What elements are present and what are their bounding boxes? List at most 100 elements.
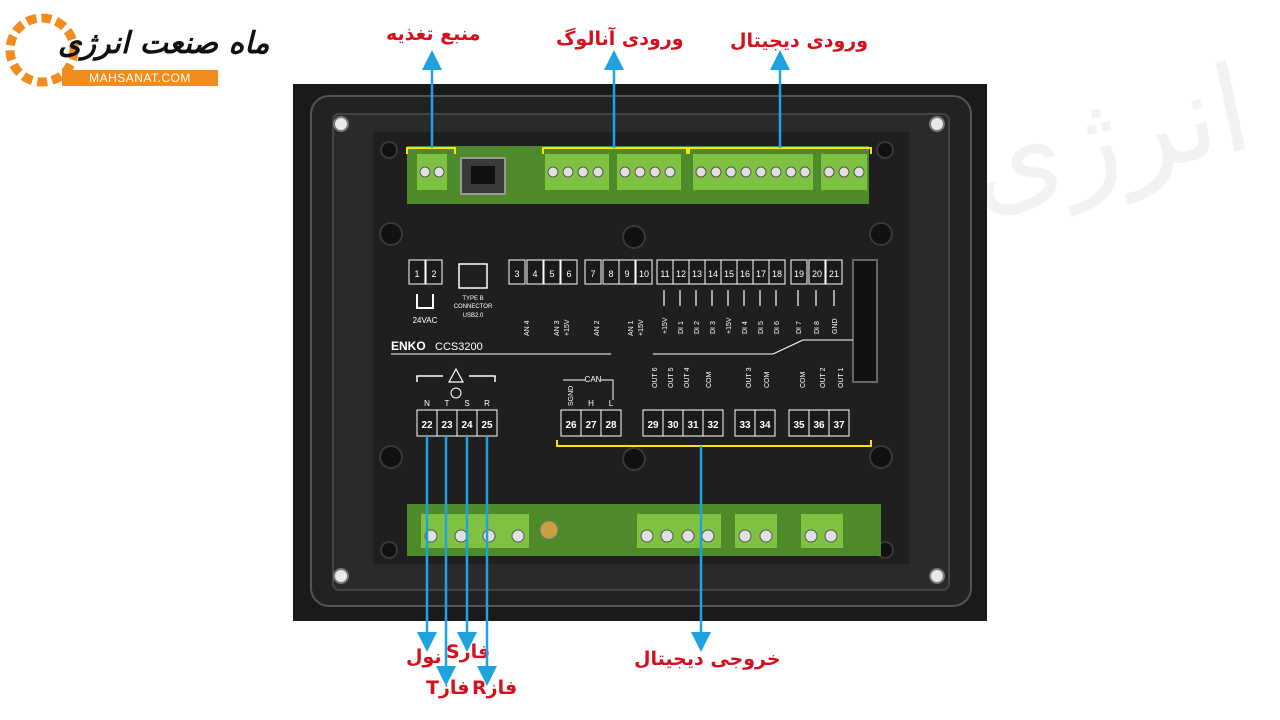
brand-logo: ماه صنعت انرژی MAHSANAT.COM bbox=[0, 0, 269, 100]
terminal-28: 28 bbox=[600, 409, 622, 437]
output-terminal-label: OUT 6 bbox=[652, 367, 659, 388]
terminal-number: 33 bbox=[739, 420, 751, 431]
output-terminal-label: OUT 3 bbox=[746, 367, 753, 388]
bottom-terminal-blocks bbox=[421, 514, 843, 548]
terminal-21: 21 bbox=[825, 259, 843, 285]
terminal-number: 8 bbox=[608, 269, 613, 279]
digital-terminal-label: DI 6 bbox=[774, 321, 781, 334]
phase-letter: T bbox=[445, 399, 450, 408]
terminal-number: 9 bbox=[624, 269, 629, 279]
phase-symbol-icon bbox=[450, 387, 462, 399]
phase-letter: N bbox=[424, 399, 430, 408]
terminal-number: 30 bbox=[667, 420, 679, 431]
output-terminal-label: OUT 1 bbox=[838, 367, 845, 388]
output-terminal-label: OUT 2 bbox=[820, 367, 827, 388]
terminal-number: 7 bbox=[590, 269, 595, 279]
terminal-number: 18 bbox=[772, 269, 782, 279]
terminal-number: 11 bbox=[660, 269, 669, 279]
terminal-25: 25 bbox=[476, 409, 498, 437]
terminal-number: 27 bbox=[585, 420, 597, 431]
can-letter: H bbox=[588, 399, 594, 408]
output-terminal-label: OUT 4 bbox=[684, 367, 691, 388]
digital-terminal-label: DI 1 bbox=[678, 321, 685, 334]
terminal-number: 19 bbox=[794, 269, 804, 279]
digital-terminal-label: DI 5 bbox=[758, 321, 765, 334]
terminal-number: 24 bbox=[461, 420, 473, 431]
usb-version-label: USB2.0 bbox=[463, 313, 484, 319]
terminal-number: 25 bbox=[481, 420, 493, 431]
terminal-number: 28 bbox=[605, 420, 617, 431]
terminal-number: 23 bbox=[441, 420, 453, 431]
terminal-number: 3 bbox=[514, 269, 519, 279]
terminal-18: 18 bbox=[768, 259, 786, 285]
terminal-10: 10 bbox=[635, 259, 653, 285]
analog-input-label: ورودی آنالوگ bbox=[556, 28, 684, 50]
phase-letter: S bbox=[464, 399, 469, 408]
terminal-6: 6 bbox=[560, 259, 578, 285]
logo-url: MAHSANAT.COM bbox=[62, 70, 218, 86]
terminal-number: 37 bbox=[833, 420, 845, 431]
terminal-number: 31 bbox=[687, 420, 699, 431]
top-terminal-blocks bbox=[417, 154, 867, 190]
corner-screws bbox=[333, 116, 945, 584]
digital-terminal-label: DI 3 bbox=[710, 321, 717, 334]
brand-name: ENKO bbox=[391, 339, 426, 353]
digital-terminal-label: +15V bbox=[726, 317, 733, 334]
bottom-terminal-number-row: 22 23 24 25 26 27 28 29 30 31 32 33 34 35 36 37 bbox=[416, 409, 850, 437]
terminal-number: 32 bbox=[707, 420, 719, 431]
terminal-3: 3 bbox=[508, 259, 526, 285]
output-terminal-label: COM bbox=[800, 372, 807, 389]
terminal-number: 20 bbox=[812, 269, 822, 279]
analog-terminal-label: AN 1 bbox=[628, 320, 635, 336]
terminal-number: 6 bbox=[566, 269, 571, 279]
digital-terminal-label: DI 8 bbox=[814, 321, 821, 334]
analog-terminal-label: +15V bbox=[564, 319, 571, 336]
warning-icon bbox=[447, 367, 465, 383]
power-supply-label: منبع تغذیه bbox=[386, 23, 481, 45]
terminal-number: 12 bbox=[676, 269, 686, 279]
analog-terminal-label: +15V bbox=[638, 319, 645, 336]
usb-connector-label: CONNECTOR bbox=[454, 304, 493, 310]
output-terminal-label: OUT 5 bbox=[668, 367, 675, 388]
terminal-number: 22 bbox=[421, 420, 433, 431]
terminal-number: 10 bbox=[639, 269, 649, 279]
logo-text: ماه صنعت انرژی bbox=[58, 26, 270, 61]
analog-terminal-label: AN 4 bbox=[524, 320, 531, 336]
output-terminal-label: COM bbox=[764, 372, 771, 389]
terminal-number: 14 bbox=[708, 269, 718, 279]
gear-icon bbox=[5, 13, 79, 87]
terminal-number: 35 bbox=[793, 420, 805, 431]
terminal-number: 17 bbox=[756, 269, 766, 279]
digital-output-label: خروجی دیجیتال bbox=[634, 648, 781, 670]
digital-terminal-label: +15V bbox=[662, 317, 669, 334]
terminal-14: 14 bbox=[704, 259, 722, 285]
terminal-number: 29 bbox=[647, 420, 659, 431]
terminal-number: 1 bbox=[414, 269, 419, 279]
digital-terminal-label: DI 2 bbox=[694, 321, 701, 334]
terminal-1: 1 bbox=[408, 259, 426, 285]
terminal-number: 36 bbox=[813, 420, 825, 431]
supply-voltage-label: 24VAC bbox=[413, 316, 438, 325]
terminal-number: 34 bbox=[759, 420, 771, 431]
terminal-5: 5 bbox=[543, 259, 561, 285]
terminal-number: 4 bbox=[532, 269, 537, 279]
terminal-number: 15 bbox=[724, 269, 734, 279]
terminal-36: 36 bbox=[808, 409, 830, 437]
terminal-number: 16 bbox=[740, 269, 750, 279]
terminal-number: 21 bbox=[829, 269, 839, 279]
can-letter: L bbox=[609, 399, 614, 408]
terminal-19: 19 bbox=[790, 259, 808, 285]
digital-terminal-label: DI 4 bbox=[742, 321, 749, 334]
output-terminal-label: COM bbox=[706, 372, 713, 389]
digital-input-label: ورودی دیجیتال bbox=[730, 30, 869, 52]
terminal-number: 5 bbox=[549, 269, 554, 279]
terminal-20: 20 bbox=[808, 259, 826, 285]
terminal-37: 37 bbox=[828, 409, 850, 437]
terminal-number: 26 bbox=[565, 420, 577, 431]
analog-terminal-label: AN 2 bbox=[594, 320, 601, 336]
